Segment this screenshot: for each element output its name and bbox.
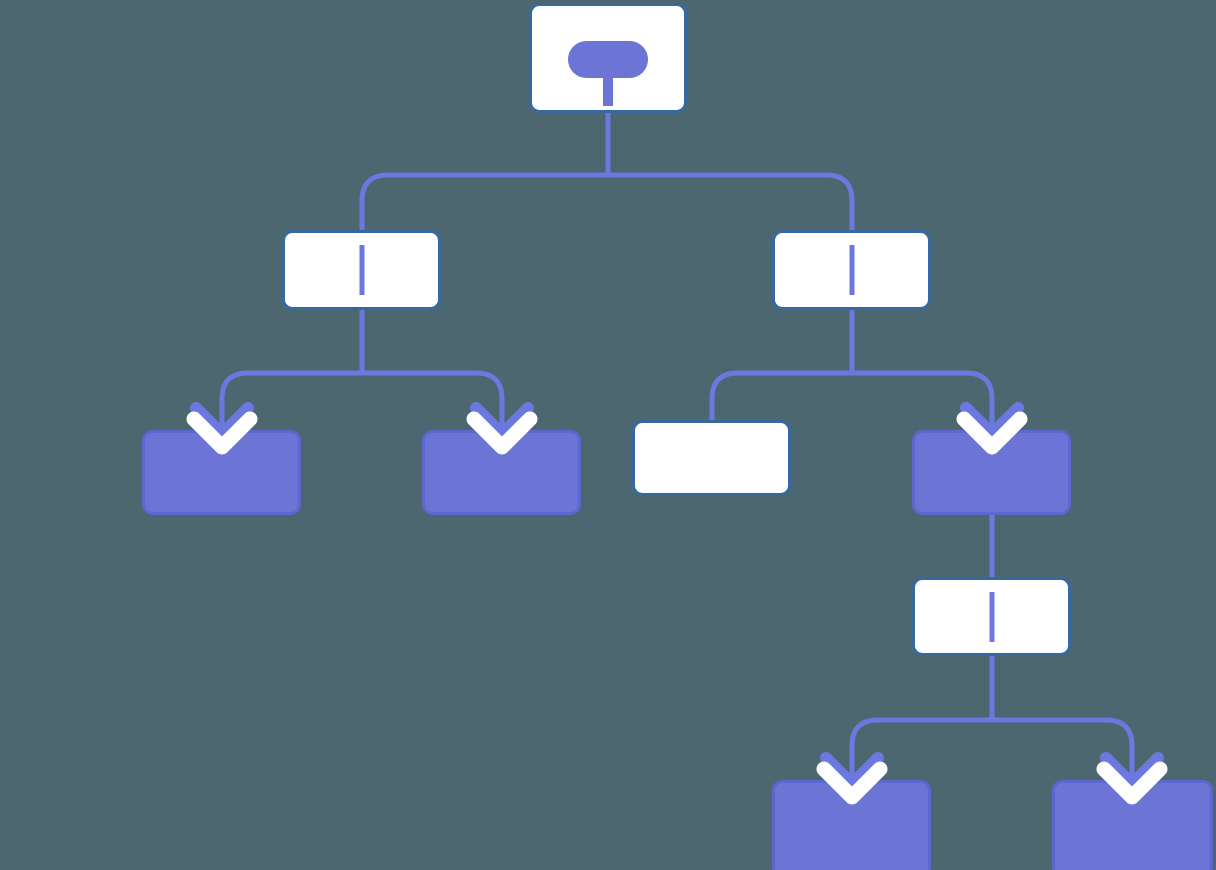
node-root-pill — [568, 41, 648, 78]
arrow-marker-layer — [186, 402, 1168, 805]
node-l2-white[interactable] — [632, 420, 791, 496]
node-l3-white[interactable] — [912, 577, 1071, 656]
arrow-marker-n4 — [466, 402, 538, 455]
arrow-head-purple-n9 — [1100, 752, 1164, 790]
arrow-chevron-white-n3 — [186, 411, 258, 455]
node-l1-right[interactable] — [772, 230, 931, 310]
edge-n0-n1 — [359, 113, 611, 310]
node-l1-left[interactable] — [282, 230, 441, 310]
edge-n1-n3 — [219, 310, 365, 432]
arrow-head-purple-n6 — [960, 402, 1024, 440]
edge-n2-n6 — [852, 370, 995, 432]
arrow-marker-n3 — [186, 402, 258, 455]
arrow-marker-n9 — [1096, 752, 1168, 805]
edge-n1-n4 — [362, 370, 505, 432]
edge-n2-n5 — [709, 310, 855, 420]
edge-n7-n9 — [992, 717, 1135, 782]
node-l2-white-box[interactable] — [632, 420, 791, 496]
arrow-chevron-white-n6 — [956, 411, 1028, 455]
node-root[interactable] — [529, 3, 687, 113]
node-root-pill-stem — [603, 58, 613, 106]
arrow-head-purple-n8 — [820, 752, 884, 790]
edge-n0-n2 — [608, 172, 855, 310]
edge-n7-n8 — [849, 656, 995, 782]
arrow-chevron-white-n9 — [1096, 761, 1168, 805]
arrow-marker-n8 — [816, 752, 888, 805]
arrow-chevron-white-n4 — [466, 411, 538, 455]
edge-layer-under — [219, 113, 1135, 782]
arrow-marker-n6 — [956, 402, 1028, 455]
arrow-head-purple-n3 — [190, 402, 254, 440]
arrow-chevron-white-n8 — [816, 761, 888, 805]
arrow-head-purple-n4 — [470, 402, 534, 440]
